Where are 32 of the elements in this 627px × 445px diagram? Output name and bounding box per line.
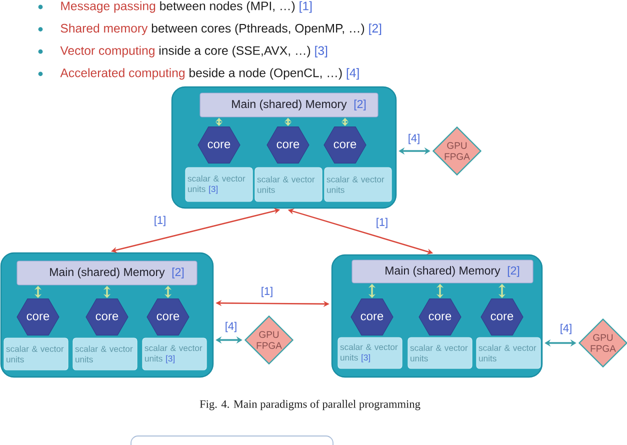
- edge-label: [4]: [224, 320, 238, 334]
- unit-box: scalar & vector units: [4, 338, 68, 370]
- bullet-text: Accelerated computing beside a node (OpenCL, …) [4]: [60, 68, 359, 80]
- unit-box: scalar & vector units: [72, 338, 138, 370]
- bullet-text: Vector computing inside a core (SSE,AVX, …) [3]: [60, 46, 328, 58]
- bullet-text: Shared memory between cores (Pthreads, OpenMP, …) [2]: [60, 24, 382, 36]
- bullet-text: Message passing between nodes (MPI, …) [1]: [61, 1, 312, 13]
- reference-number: [2]: [172, 268, 184, 278]
- core-hexagon: core: [16, 298, 60, 336]
- unit-box: scalar & vector units: [476, 337, 541, 369]
- reference-number: [2]: [354, 100, 366, 110]
- core-hexagon: core: [146, 298, 190, 336]
- core-hexagon: core: [266, 126, 310, 164]
- unit-box: scalar & vector units [3]: [338, 337, 402, 369]
- core-hexagon: core: [86, 298, 128, 336]
- edge-label: [1]: [260, 286, 274, 298]
- reference-number: [2]: [508, 266, 520, 277]
- core-hexagon: core: [324, 126, 366, 164]
- unit-box: scalar & vector units [3]: [142, 338, 207, 370]
- core-hexagon: core: [480, 298, 524, 336]
- core-hexagon: core: [198, 126, 240, 164]
- edge-label: [4]: [558, 322, 574, 336]
- core-hexagon: core: [350, 298, 394, 336]
- edge-label: [4]: [406, 132, 422, 146]
- edge-label: [1]: [374, 216, 390, 230]
- unit-box: scalar & vector units: [408, 337, 472, 369]
- unit-box: scalar & vector units [3]: [185, 167, 253, 202]
- core-hexagon: core: [418, 298, 462, 336]
- edge-label: [1]: [152, 214, 168, 228]
- figure-caption: Fig. 4. Main paradigms of parallel programming: [200, 400, 420, 410]
- unit-box: scalar & vector units: [254, 167, 322, 202]
- unit-box: scalar & vector units: [324, 167, 392, 202]
